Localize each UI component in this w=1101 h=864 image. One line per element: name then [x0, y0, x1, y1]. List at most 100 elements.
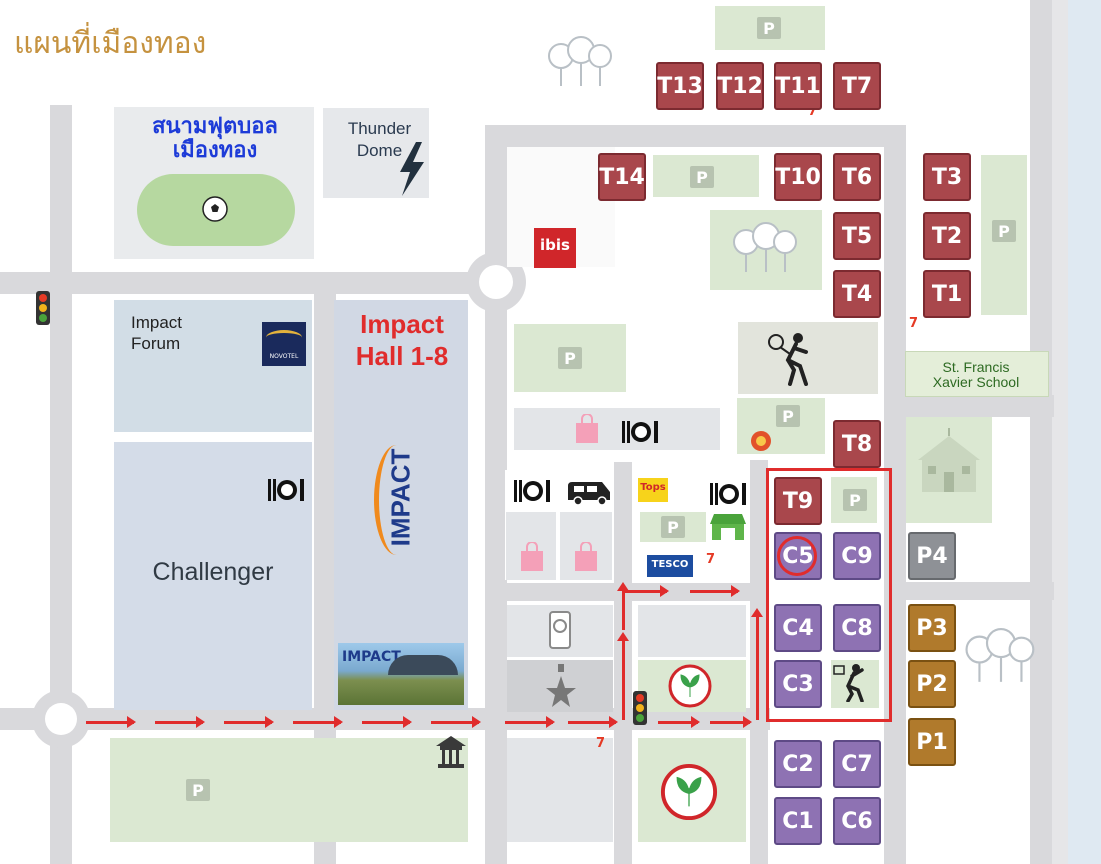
zone-c7[interactable]: C7 — [833, 740, 881, 788]
tree-icon — [545, 36, 617, 92]
zone-t3[interactable]: T3 — [923, 153, 971, 201]
road-north — [0, 272, 520, 294]
fork-plate-icon — [708, 480, 748, 512]
fork-plate-icon — [266, 476, 306, 508]
shrine-icon — [436, 736, 466, 776]
badminton-court — [738, 322, 878, 394]
zone-t12[interactable]: T12 — [716, 62, 764, 110]
zone-c8[interactable]: C8 — [833, 604, 881, 652]
route-arrow — [86, 716, 136, 728]
route-arrow — [505, 716, 555, 728]
zone-t4[interactable]: T4 — [833, 270, 881, 318]
parking-icon: P — [690, 166, 714, 188]
parking-icon: P — [843, 489, 867, 511]
parking-lot-sw — [110, 738, 468, 842]
river-edge — [1049, 0, 1068, 864]
zone-t6[interactable]: T6 — [833, 153, 881, 201]
ibis-logo: ibis — [534, 228, 576, 268]
highlight-area — [766, 468, 892, 722]
road-center — [485, 125, 507, 864]
traffic-light-icon — [35, 290, 51, 330]
seven-eleven-icon: 7 — [706, 552, 716, 567]
route-arrow — [155, 716, 205, 728]
food-strip — [514, 408, 720, 450]
zone-t1[interactable]: T1 — [923, 270, 971, 318]
seven-eleven-icon: 7 — [808, 104, 818, 119]
shopping-bag-icon — [574, 413, 600, 448]
tops-logo: Tops — [638, 478, 668, 502]
thunder-dome-label: Thunder Dome — [347, 119, 412, 160]
zone-p3[interactable]: P3 — [908, 604, 956, 652]
van-icon — [566, 478, 612, 510]
school-label: St. Francis Xavier School — [932, 359, 1020, 390]
seven-eleven-icon: 7 — [909, 316, 919, 331]
zone-c4[interactable]: C4 — [774, 604, 822, 652]
zone-t13[interactable]: T13 — [656, 62, 704, 110]
tops-text: Tops — [640, 482, 666, 493]
lightning-icon — [394, 142, 428, 200]
parking-icon: P — [757, 17, 781, 39]
road-mid — [314, 272, 336, 864]
zone-p1[interactable]: P1 — [908, 718, 956, 766]
zone-t5[interactable]: T5 — [833, 212, 881, 260]
zone-t14[interactable]: T14 — [598, 153, 646, 201]
route-arrow — [293, 716, 343, 728]
zone-t11[interactable]: T11 — [774, 62, 822, 110]
parking-icon: P — [776, 405, 800, 427]
map-title: แผนที่เมืองทอง — [14, 26, 207, 61]
zone-t7[interactable]: T7 — [833, 62, 881, 110]
block-sw-center — [507, 738, 613, 842]
tree-icon — [962, 628, 1040, 688]
road-top-loop — [485, 125, 905, 147]
route-arrow — [690, 585, 740, 597]
zone-c3[interactable]: C3 — [774, 660, 822, 708]
zone-t10[interactable]: T10 — [774, 153, 822, 201]
challenger-label: Challenger — [152, 558, 274, 586]
tree-icon — [730, 222, 802, 278]
parking-icon: P — [661, 516, 685, 538]
zone-p4[interactable]: P4 — [908, 532, 956, 580]
road-east — [1030, 0, 1052, 864]
school-label-box — [905, 351, 1049, 397]
impact-logo: IMPACT — [385, 448, 416, 547]
zone-t9[interactable]: T9 — [774, 477, 822, 525]
impact-photo: IMPACT — [338, 643, 464, 705]
shopping-bag-icon — [573, 541, 599, 576]
school-icon — [914, 428, 984, 502]
route-arrow — [431, 716, 481, 728]
shrine-icon — [546, 610, 574, 656]
route-arrow — [710, 716, 752, 728]
impact-hall-label: Impact Hall 1-8 — [355, 309, 449, 371]
badminton-icon — [766, 330, 814, 390]
zone-p2[interactable]: P2 — [908, 660, 956, 708]
fork-plate-icon — [620, 418, 660, 450]
zone-t8[interactable]: T8 — [833, 420, 881, 468]
parking-icon: P — [186, 779, 210, 801]
road-c-east — [750, 460, 768, 864]
market-icon — [750, 430, 772, 456]
traffic-light-icon — [630, 690, 650, 730]
route-arrow-up — [617, 582, 629, 630]
market-icon — [710, 512, 746, 546]
route-arrow — [623, 585, 669, 597]
novotel-logo: NOVOTEL — [262, 322, 306, 366]
star-icon — [546, 664, 576, 712]
roundabout-west-center — [45, 703, 77, 735]
road-mid-east — [884, 395, 1054, 417]
zone-t2[interactable]: T2 — [923, 212, 971, 260]
parking-icon: P — [558, 347, 582, 369]
zone-c6[interactable]: C6 — [833, 797, 881, 845]
tesco-logo: TESCO — [646, 554, 694, 578]
seven-eleven-icon: 7 — [596, 736, 606, 751]
stadium-label: สนามฟุตบอล เมืองทอง — [152, 113, 278, 162]
zone-c9[interactable]: C9 — [833, 532, 881, 580]
river — [1068, 0, 1101, 864]
zone-c2[interactable]: C2 — [774, 740, 822, 788]
zone-c1[interactable]: C1 — [774, 797, 822, 845]
tesco-text: TESCO — [651, 559, 689, 570]
center-block-a — [638, 605, 746, 657]
ibis-text: ibis — [540, 236, 570, 254]
road-west — [50, 105, 72, 864]
parking-icon: P — [992, 220, 1016, 242]
